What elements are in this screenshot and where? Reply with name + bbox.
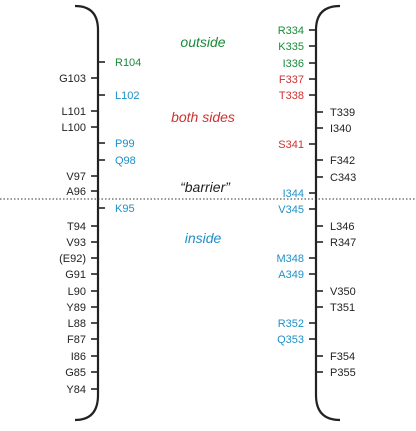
right-residue-label: A349	[278, 269, 304, 281]
left-residue-label: L100	[62, 122, 86, 134]
right-residue-label: K335	[278, 41, 304, 53]
left-residue-label: A96	[66, 186, 86, 198]
left-residue-label: K95	[115, 203, 135, 215]
left-residue-label: F87	[67, 334, 86, 346]
right-residue-label: M348	[276, 253, 304, 265]
right-residue-label: F354	[330, 351, 355, 363]
right-helix-backbone	[314, 4, 341, 422]
right-residue-label: C343	[330, 172, 356, 184]
left-residue-label: (E92)	[59, 253, 86, 265]
right-residue-label: R347	[330, 237, 356, 249]
left-residue-label: T94	[67, 221, 86, 233]
right-residue-label: F342	[330, 155, 355, 167]
right-residue-label: V350	[330, 286, 356, 298]
left-residue-label: L88	[68, 318, 86, 330]
right-helix-residues: R334K335I336F337T338T339I340S341F342C343…	[276, 25, 356, 379]
left-helix-backbone	[74, 4, 100, 422]
right-residue-label: I340	[330, 123, 351, 135]
region-barrier: “barrier”	[180, 179, 231, 195]
left-residue-label: I86	[71, 351, 86, 363]
right-residue-label: T339	[330, 107, 355, 119]
left-residue-label: Y89	[66, 302, 86, 314]
left-residue-label: R104	[115, 57, 141, 69]
right-residue-label: L346	[330, 221, 354, 233]
region-inside: inside	[185, 230, 222, 246]
left-residue-label: G91	[65, 269, 86, 281]
left-residue-label: P99	[115, 138, 135, 150]
right-residue-label: T351	[330, 302, 355, 314]
right-residue-label: F337	[279, 74, 304, 86]
left-helix-residues: R104G103L102L101L100P99Q98V97A96K95T94V9…	[59, 57, 141, 396]
left-residue-label: V97	[66, 171, 86, 183]
right-residue-label: Q353	[277, 334, 304, 346]
left-residue-label: Y84	[66, 384, 86, 396]
right-residue-label: I344	[283, 188, 304, 200]
right-residue-label: T338	[279, 90, 304, 102]
left-residue-label: V93	[66, 237, 86, 249]
region-outside: outside	[180, 34, 225, 50]
left-residue-label: Q98	[115, 155, 136, 167]
left-residue-label: L90	[68, 286, 86, 298]
right-residue-label: R352	[278, 318, 304, 330]
right-residue-label: S341	[278, 139, 304, 151]
left-residue-label: L101	[62, 106, 86, 118]
right-residue-label: R334	[278, 25, 304, 37]
left-residue-label: G103	[59, 73, 86, 85]
right-residue-label: I336	[283, 58, 304, 70]
left-residue-label: G85	[65, 367, 86, 379]
region-both-sides: both sides	[171, 109, 235, 125]
right-residue-label: V345	[278, 204, 304, 216]
left-residue-label: L102	[115, 90, 139, 102]
right-residue-label: P355	[330, 367, 356, 379]
